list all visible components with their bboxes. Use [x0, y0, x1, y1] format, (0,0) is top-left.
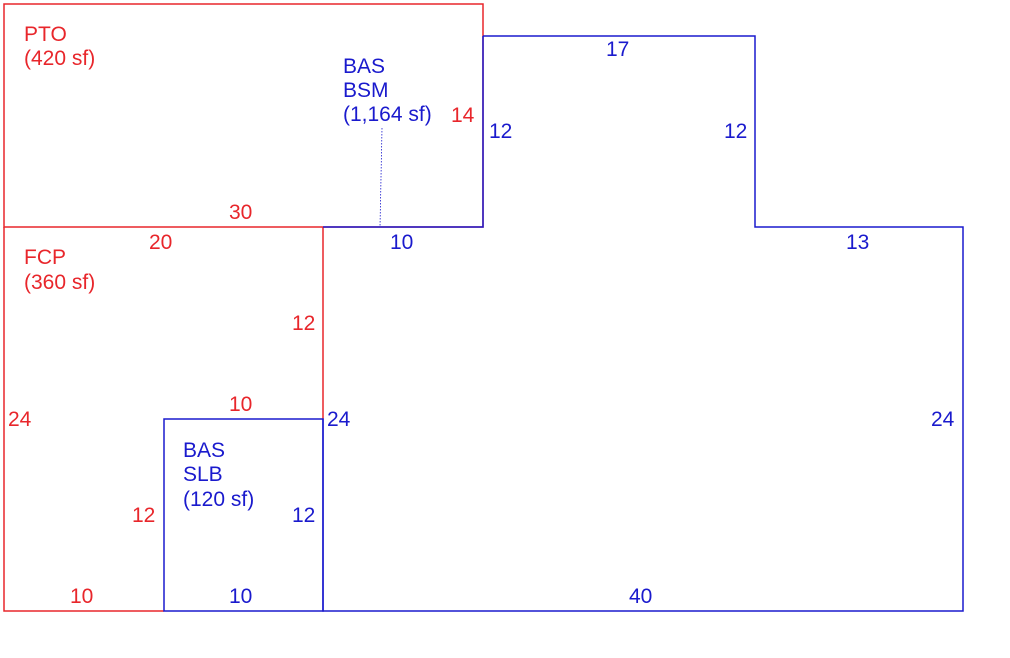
- dim-bsm-top: 17: [606, 38, 629, 61]
- bas-bsm-leader-line: [379, 127, 383, 228]
- bas-slb-outline: [163, 418, 324, 612]
- dim-bsm-right: 24: [931, 408, 955, 431]
- bas-bsm-area-size: (1,164 sf): [343, 103, 432, 126]
- dim-pto-top-right: 14: [451, 104, 475, 127]
- fcp-outline-left-bottom: [3, 227, 164, 612]
- dim-bsm-notch-bottom: 13: [846, 231, 869, 254]
- dim-fcp-inner-top: 10: [229, 393, 252, 416]
- fcp-area-code: FCP: [24, 246, 66, 269]
- dim-bsm-left-upper: 12: [489, 120, 512, 143]
- bas-slb-area-code: BAS: [183, 439, 225, 462]
- bas-slb-area-size: (120 sf): [183, 488, 254, 511]
- bas-bsm-area-code: BAS: [343, 55, 385, 78]
- dim-bsm-bottom: 40: [629, 585, 652, 608]
- dim-bsm-left-lower: 24: [327, 408, 351, 431]
- dim-fcp-bottom: 10: [70, 585, 93, 608]
- pto-area-size: (420 sf): [24, 47, 95, 70]
- bas-bsm-step-outline: [323, 36, 484, 228]
- dim-slb-right: 12: [292, 504, 315, 527]
- fcp-area-size: (360 sf): [24, 271, 95, 294]
- dim-bsm-step-top: 10: [390, 231, 413, 254]
- dim-fcp-top: 20: [149, 231, 172, 254]
- dim-bsm-notch-left: 12: [724, 120, 747, 143]
- dim-slb-bottom: 10: [229, 585, 252, 608]
- dim-fcp-inner-left: 12: [132, 504, 155, 527]
- dim-pto-bottom: 30: [229, 201, 252, 224]
- dim-fcp-left: 24: [8, 408, 32, 431]
- pto-area-code: PTO: [24, 23, 67, 46]
- bas-bsm-area-subcode: BSM: [343, 79, 389, 102]
- bas-slb-area-subcode: SLB: [183, 463, 223, 486]
- dim-fcp-right: 12: [292, 312, 315, 335]
